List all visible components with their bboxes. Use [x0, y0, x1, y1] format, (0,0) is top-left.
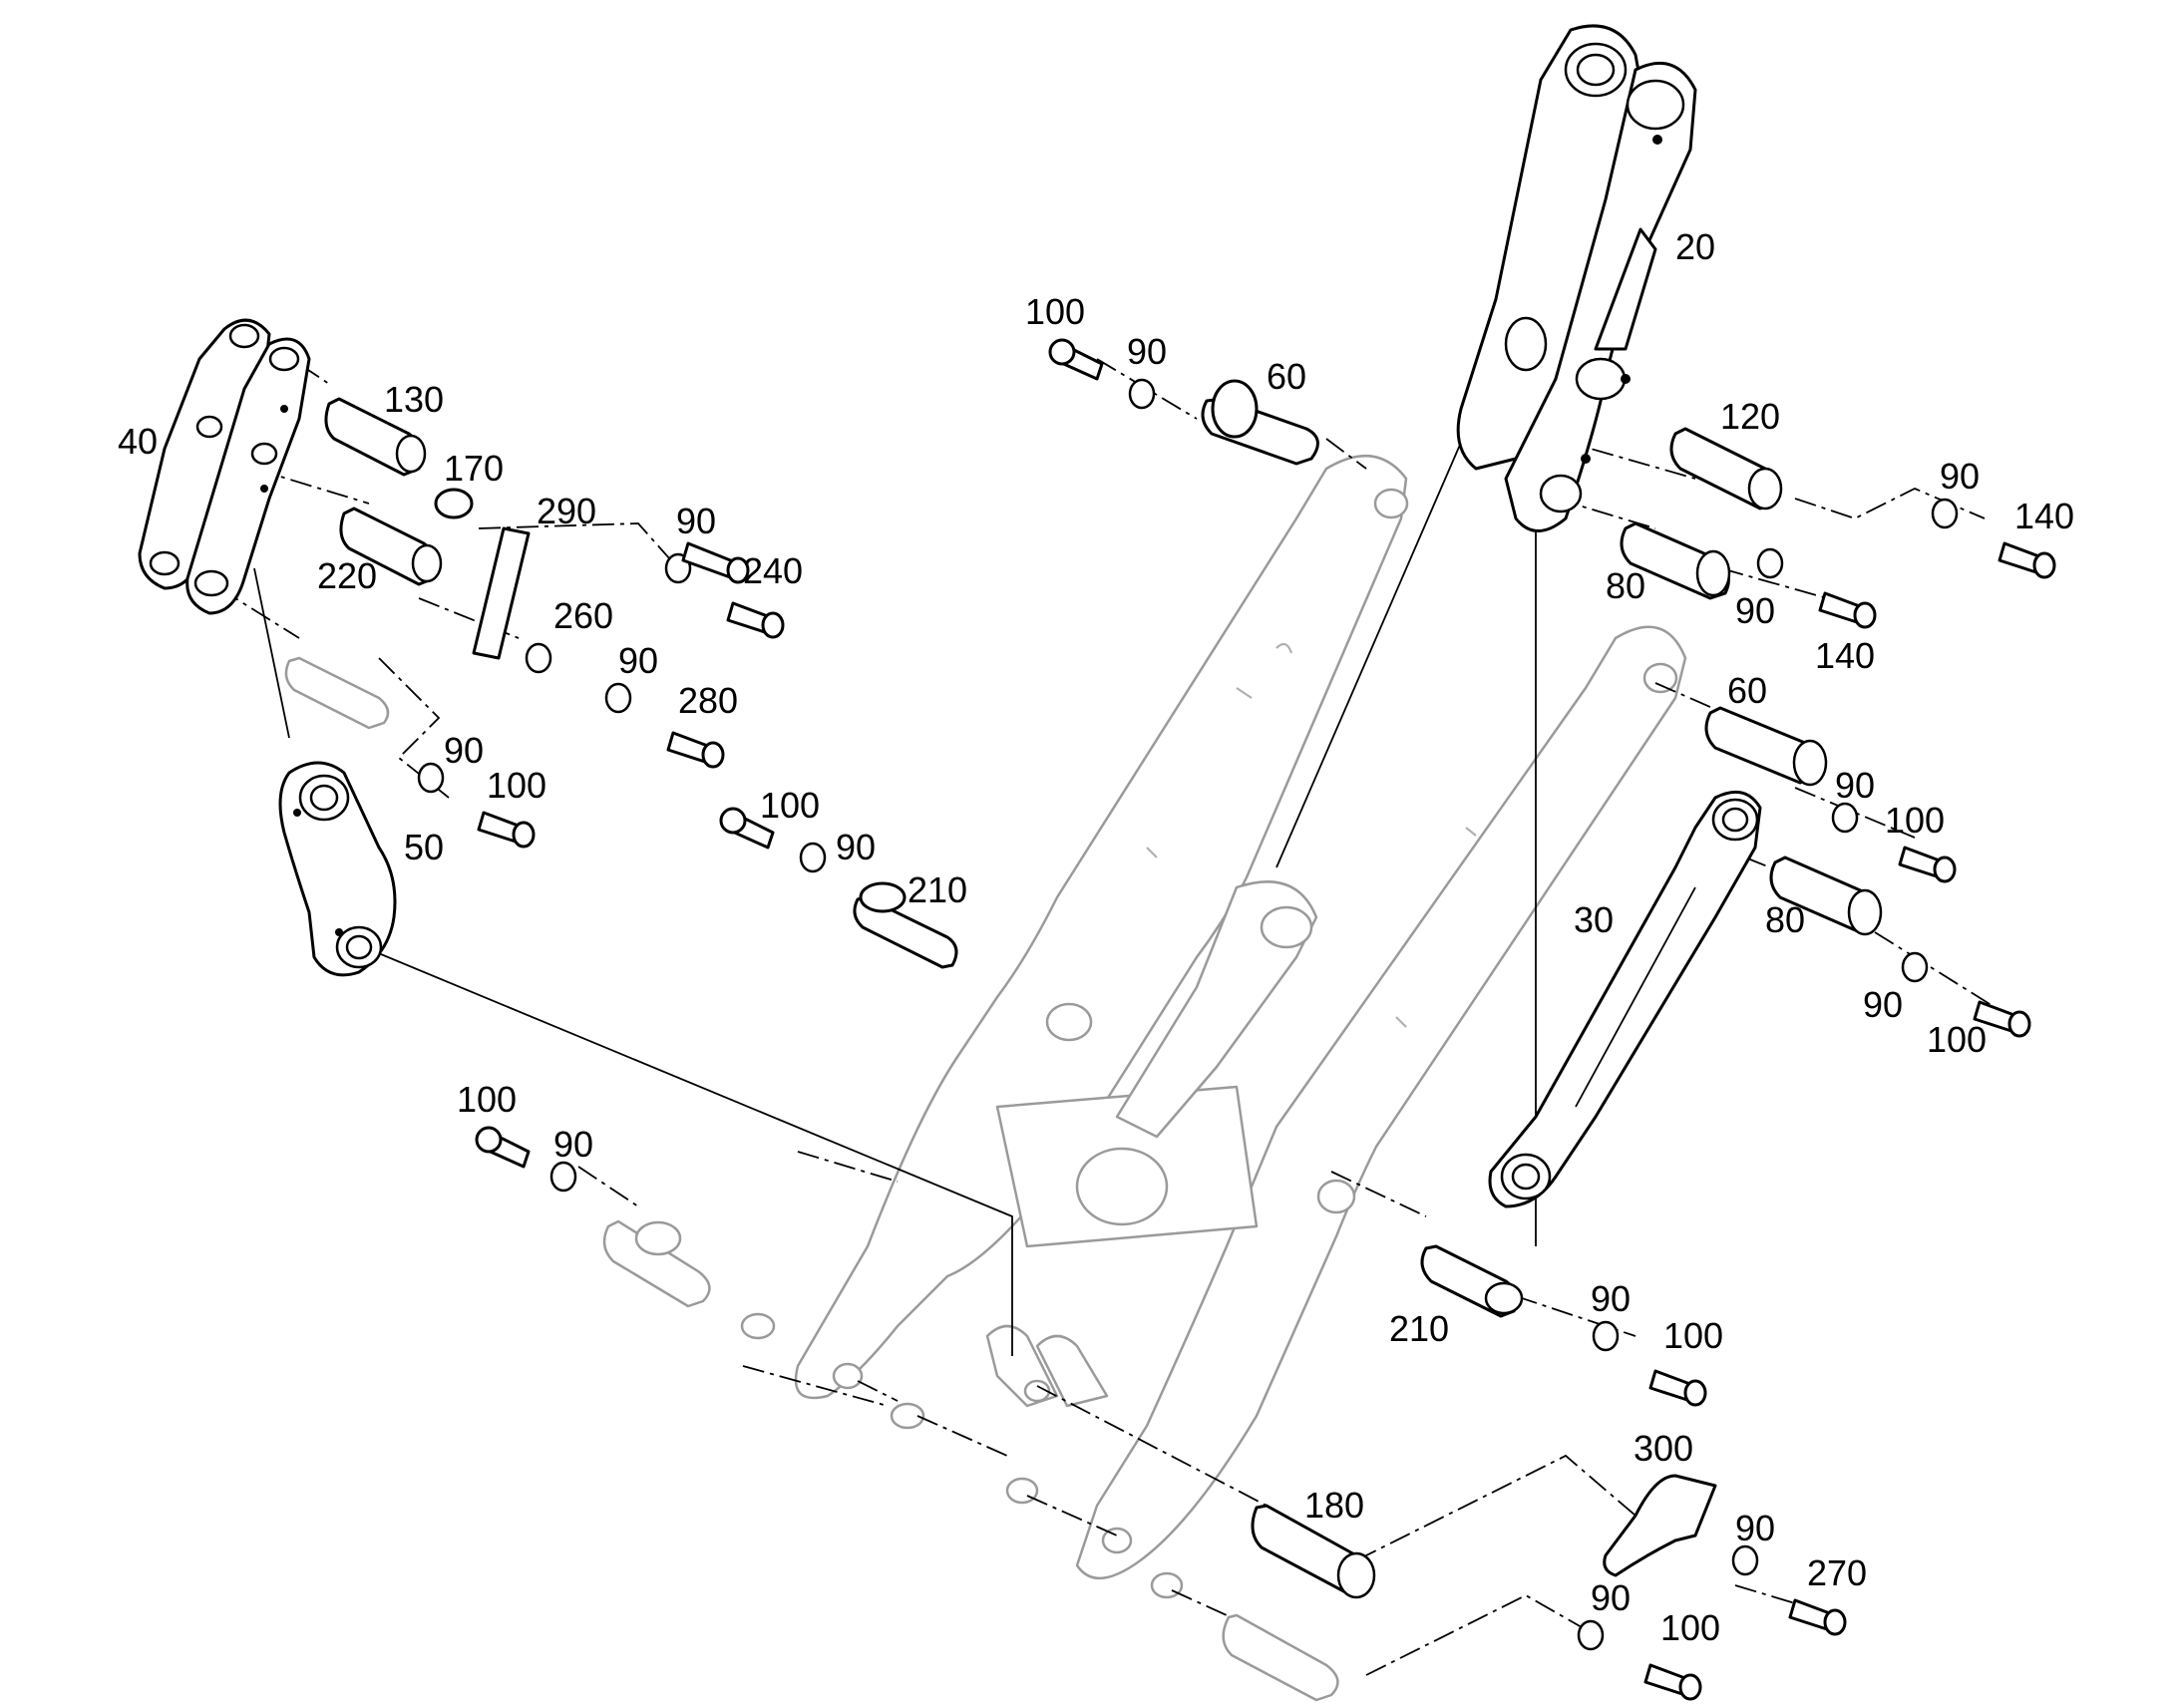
callout-90-d: 90 [444, 730, 484, 771]
callout-80-right: 80 [1765, 899, 1805, 940]
callout-100-a: 100 [1025, 291, 1085, 332]
callout-100-b: 100 [487, 765, 546, 806]
callout-20: 20 [1675, 226, 1715, 267]
callout-50: 50 [404, 827, 444, 867]
loader-arm-frame [284, 454, 1687, 1702]
callout-210-b: 210 [1389, 1308, 1449, 1349]
rod-part-30 [1488, 790, 1762, 1208]
callout-100-e: 100 [1885, 800, 1945, 841]
callout-90-j: 90 [1863, 984, 1903, 1025]
callout-90-f: 90 [553, 1124, 593, 1165]
callout-90-m: 90 [1591, 1577, 1631, 1618]
callout-100-f: 100 [1927, 1019, 1987, 1060]
bellcrank-part-20 [1456, 24, 1697, 532]
callout-170: 170 [444, 448, 504, 489]
callout-130: 130 [384, 379, 444, 420]
callout-90-b: 90 [676, 501, 716, 541]
link-part-40 [138, 318, 311, 615]
callout-220: 220 [317, 555, 377, 596]
callout-90-l: 90 [1735, 1508, 1775, 1548]
callout-90-c: 90 [618, 640, 658, 681]
callout-180: 180 [1304, 1485, 1364, 1526]
callout-40: 40 [118, 421, 158, 462]
callout-100-d: 100 [457, 1079, 517, 1120]
callout-120: 120 [1720, 396, 1780, 437]
callout-60-right: 60 [1727, 670, 1767, 711]
callout-labels: 20 30 40 50 60 60 80 80 90 90 90 90 90 9… [118, 226, 2074, 1648]
callout-30: 30 [1574, 899, 1614, 940]
callout-210-a: 210 [908, 869, 967, 910]
callout-80-upper: 80 [1606, 565, 1645, 606]
callout-90-k: 90 [1591, 1278, 1631, 1319]
callout-100-h: 100 [1660, 1607, 1720, 1648]
callout-100-g: 100 [1663, 1315, 1723, 1356]
callout-90-i: 90 [1835, 765, 1875, 806]
callout-90-g: 90 [1940, 456, 1980, 497]
callout-240: 240 [743, 550, 803, 591]
fasteners [417, 338, 2056, 1701]
callout-90-e: 90 [836, 827, 876, 867]
callout-60-upper: 60 [1267, 356, 1306, 397]
callout-260: 260 [553, 595, 613, 636]
link-part-50 [278, 761, 397, 977]
callout-100-c: 100 [760, 785, 820, 826]
callout-90-h: 90 [1735, 590, 1775, 631]
pins [324, 379, 1883, 1599]
callout-90-a: 90 [1127, 331, 1167, 372]
callout-140-a: 140 [2014, 496, 2074, 536]
callout-280: 280 [678, 680, 738, 721]
callout-300: 300 [1634, 1428, 1693, 1469]
callout-270: 270 [1807, 1552, 1867, 1593]
callout-140-b: 140 [1815, 635, 1875, 676]
callout-290: 290 [537, 491, 596, 531]
